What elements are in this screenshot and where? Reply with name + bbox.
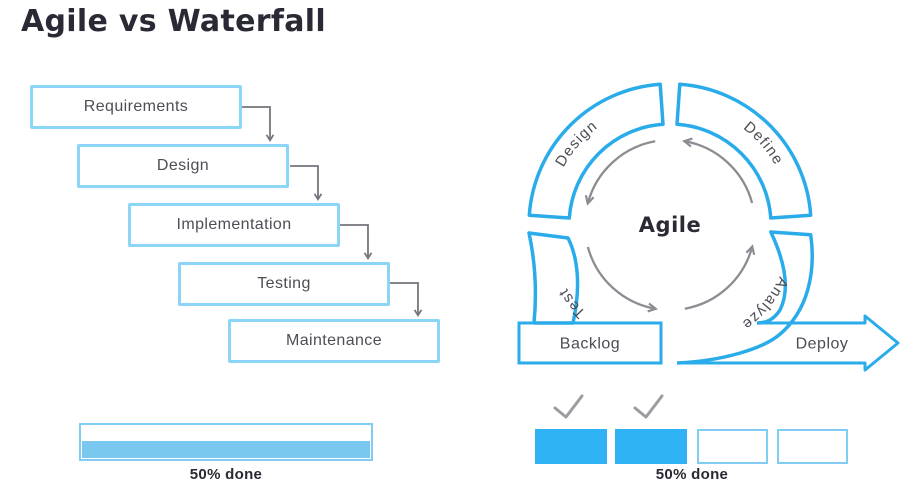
cycle-arrow-icon (684, 244, 756, 310)
cycle-arrow-icon (586, 246, 658, 313)
waterfall-step-label: Implementation (176, 216, 292, 233)
waterfall-step-label: Requirements (83, 98, 189, 115)
sprint-block-1-done (535, 429, 607, 464)
agile-ring-segment-analyze (676, 230, 814, 365)
deploy-arrow-outline (677, 314, 900, 372)
waterfall-step-requirements: Requirements (30, 85, 242, 129)
waterfall-step-implementation: Implementation (128, 203, 340, 247)
waterfall-step-label: Maintenance (285, 332, 383, 349)
waterfall-step-label: Testing (257, 275, 311, 292)
sprint-block-4-todo (777, 429, 848, 464)
elbow-arrow-connector (290, 165, 323, 201)
cycle-arrow-icon (682, 137, 754, 204)
waterfall-step-label: Design (156, 157, 210, 174)
agile-progress-label: 50% done (655, 466, 729, 483)
agile-ring-segment-define (675, 82, 813, 220)
sprint-block-3-todo (697, 429, 768, 464)
waterfall-progress-bar (79, 423, 373, 461)
waterfall-step-design: Design (77, 144, 289, 188)
page-title: Agile vs Waterfall (21, 4, 326, 39)
waterfall-progress-fill (82, 441, 370, 458)
waterfall-progress-label: 50% done (189, 466, 263, 483)
backlog-box (517, 321, 663, 365)
check-icons (553, 394, 664, 419)
cycle-arrow-icon (584, 140, 656, 206)
elbow-arrow-connector (340, 224, 373, 260)
sprint-block-2-done (615, 429, 687, 464)
elbow-arrow-connector (242, 106, 275, 142)
check-icon (633, 394, 664, 419)
agile-ring-segment-test (527, 231, 580, 325)
cycle-arrow-icons (584, 137, 756, 313)
check-icon (553, 394, 584, 419)
backlog-label: Backlog (560, 336, 620, 353)
agile-center-label: Agile (639, 213, 701, 237)
waterfall-step-testing: Testing (178, 262, 390, 306)
deploy-label: Deploy (796, 336, 849, 353)
waterfall-connectors (242, 106, 423, 317)
elbow-arrow-connector (390, 282, 423, 317)
waterfall-step-maintenance: Maintenance (228, 319, 440, 363)
agile-ring-segment-design (527, 82, 665, 220)
